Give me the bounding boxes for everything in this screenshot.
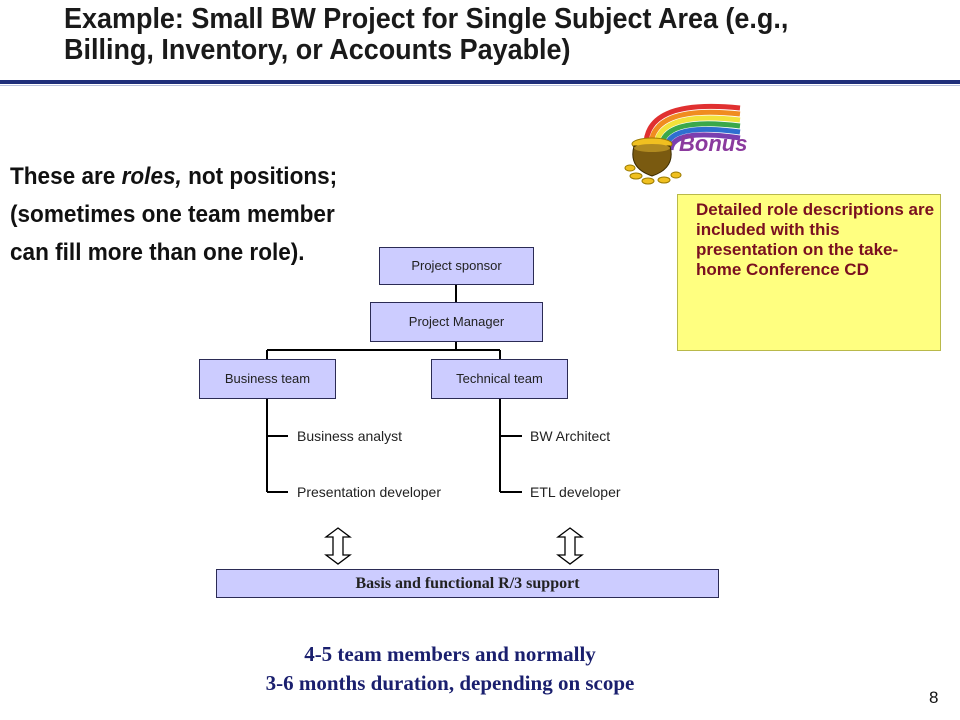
roles-note-line-1: These are roles, not positions; — [10, 163, 338, 190]
project-summary-line-2: 3-6 months duration, depending on scope — [265, 671, 635, 695]
callout-text: Detailed role descriptions are included … — [696, 200, 935, 279]
role-bw-architect: BW Architect — [530, 428, 611, 444]
slide-title-line-2: Billing, Inventory, or Accounts Payable) — [64, 34, 571, 66]
org-node-technical-team: Technical team — [431, 359, 568, 399]
title-divider-shadow — [0, 85, 960, 86]
roles-note: These are roles, not positions; (sometim… — [10, 158, 386, 272]
role-business-analyst: Business analyst — [297, 428, 403, 444]
slide-title: Example: Small BW Project for Single Sub… — [64, 4, 882, 66]
role-etl-developer: ETL developer — [530, 484, 621, 500]
org-node-project-sponsor: Project sponsor — [379, 247, 534, 285]
title-divider — [0, 80, 960, 84]
project-summary: 4-5 team members and normally 3-6 months… — [150, 640, 750, 698]
roles-note-line-3: can fill more than one role). — [10, 239, 305, 266]
slide-title-line-1: Example: Small BW Project for Single Sub… — [64, 3, 789, 35]
basis-support-bar: Basis and functional R/3 support — [216, 569, 719, 598]
roles-note-line-2: (sometimes one team member — [10, 201, 335, 228]
role-presentation-developer: Presentation developer — [297, 484, 441, 500]
roles-emphasis: roles, — [121, 163, 182, 190]
page-number: 8 — [929, 688, 939, 707]
up-down-arrow-icon — [556, 527, 584, 565]
project-summary-line-1: 4-5 team members and normally — [304, 642, 596, 666]
org-node-project-manager: Project Manager — [370, 302, 543, 342]
rainbow-pot-of-gold-icon — [624, 103, 741, 185]
up-down-arrow-icon — [324, 527, 352, 565]
org-node-business-team: Business team — [199, 359, 336, 399]
role-descriptions-callout: Detailed role descriptions are included … — [677, 194, 941, 351]
bonus-label: Bonus — [679, 131, 748, 156]
